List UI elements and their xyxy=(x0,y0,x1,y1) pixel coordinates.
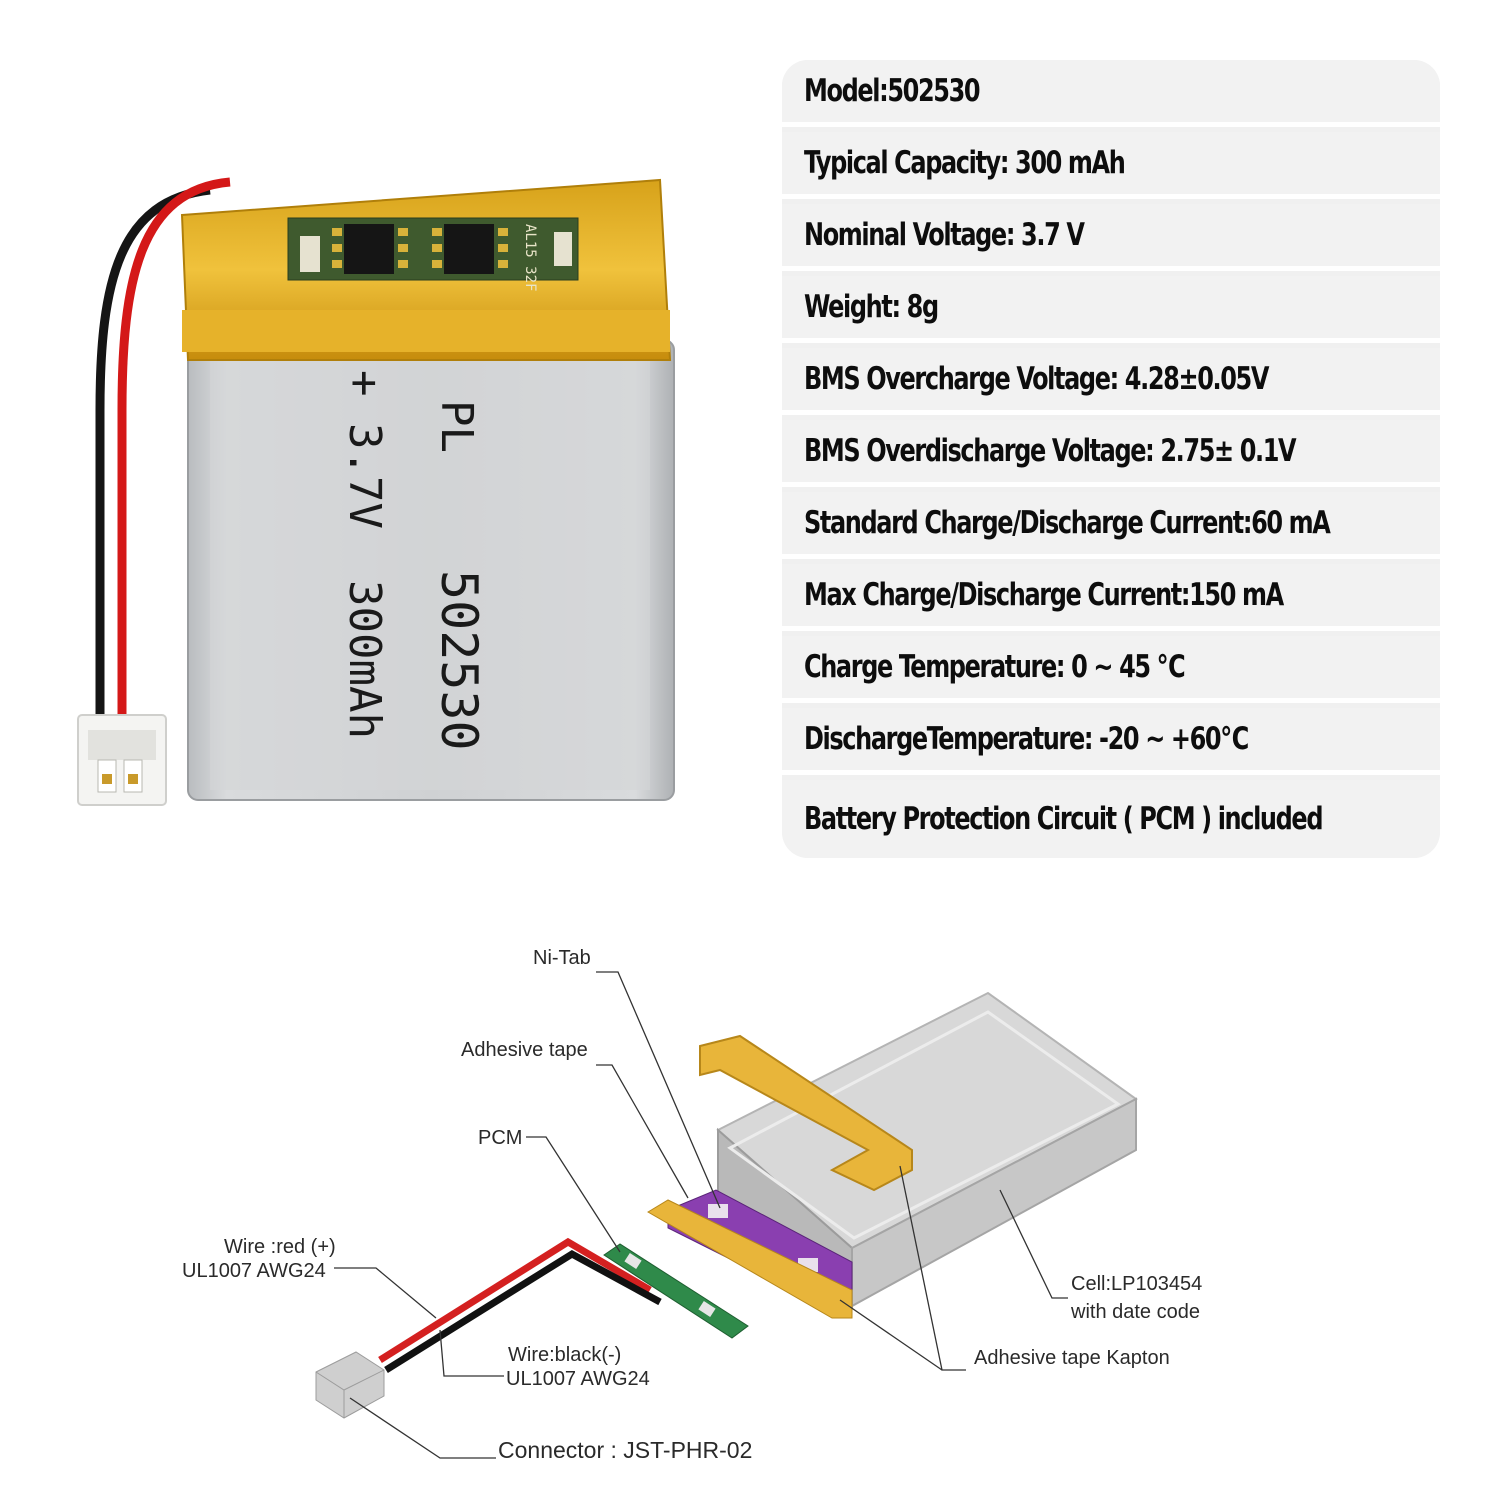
leader-connector xyxy=(349,1397,496,1459)
spec-max-current: Max Charge/Discharge Current:150 mA xyxy=(804,577,1284,613)
label-ni-tab: Ni-Tab xyxy=(533,947,591,969)
spec-row: Standard Charge/Discharge Current:60 mA xyxy=(782,492,1440,559)
leader-pcm xyxy=(526,1136,621,1253)
label-pcm: PCM xyxy=(478,1127,523,1149)
label-connector: Connector : JST-PHR-02 xyxy=(498,1437,753,1463)
spec-row: BMS Overdischarge Voltage: 2.75± 0.1V xyxy=(782,420,1440,487)
cell-print: 502530 PL + 3.7V 300mAh xyxy=(339,370,488,751)
label-cell-2: with date code xyxy=(1071,1301,1200,1323)
leader-adhesive xyxy=(596,1064,689,1199)
spec-discharge-temp: DischargeTemperature: -20 ~ +60℃ xyxy=(804,721,1249,757)
leader-black-wire xyxy=(439,1329,504,1377)
diagram-connector xyxy=(315,1351,385,1419)
label-kapton: Adhesive tape Kapton xyxy=(974,1347,1170,1369)
label-wire-red-2: UL1007 AWG24 xyxy=(182,1260,326,1282)
spec-row: Typical Capacity: 300 mAh xyxy=(782,132,1440,199)
pcb-green xyxy=(603,1243,749,1339)
spec-row: Battery Protection Circuit ( PCM ) inclu… xyxy=(782,780,1440,858)
spec-charge-temp: Charge Temperature: 0 ~ 45 ℃ xyxy=(804,649,1186,685)
pcb-marking: AL15 32F xyxy=(522,224,538,291)
spec-table: Model:502530 Typical Capacity: 300 mAh N… xyxy=(782,60,1440,858)
spec-model: Model:502530 xyxy=(804,73,981,109)
spec-row: Charge Temperature: 0 ~ 45 ℃ xyxy=(782,636,1440,703)
cell-print-model: 502530 xyxy=(430,570,488,751)
red-wire xyxy=(117,177,231,720)
label-wire-red-1: Wire :red (+) xyxy=(224,1236,336,1258)
label-wire-black-1: Wire:black(-) xyxy=(508,1344,622,1366)
spec-row: Model:502530 xyxy=(782,60,1440,127)
leader-red-wire xyxy=(334,1267,437,1319)
cell-print-capacity: 300mAh xyxy=(339,580,390,739)
exploded-diagram xyxy=(315,971,1138,1459)
spec-weight: Weight: 8g xyxy=(804,289,939,325)
label-adhesive-tape: Adhesive tape xyxy=(461,1039,588,1061)
spec-row: DischargeTemperature: -20 ~ +60℃ xyxy=(782,708,1440,775)
cell-print-pl: PL xyxy=(431,400,482,453)
leader-ni-tab xyxy=(596,971,721,1209)
kapton-bottom xyxy=(647,1199,853,1319)
spec-row: Nominal Voltage: 3.7 V xyxy=(782,204,1440,271)
leader-cell xyxy=(999,1189,1068,1299)
spec-row: BMS Overcharge Voltage: 4.28±0.05V xyxy=(782,348,1440,415)
spec-row: Max Charge/Discharge Current:150 mA xyxy=(782,564,1440,631)
jst-connector xyxy=(77,714,167,806)
spec-standard-current: Standard Charge/Discharge Current:60 mA xyxy=(804,505,1331,541)
battery-photo: AL15 32F 502530 PL + 3.7V 300mAh xyxy=(77,177,675,806)
spec-row: Weight: 8g xyxy=(782,276,1440,343)
spec-overcharge: BMS Overcharge Voltage: 4.28±0.05V xyxy=(804,361,1269,397)
kapton-top-tape xyxy=(699,1034,913,1192)
label-cell-1: Cell:LP103454 xyxy=(1071,1273,1203,1295)
cell-print-voltage: + 3.7V xyxy=(339,370,390,529)
spec-voltage: Nominal Voltage: 3.7 V xyxy=(804,217,1085,253)
diagram-red-wire xyxy=(378,1237,652,1363)
spec-capacity: Typical Capacity: 300 mAh xyxy=(804,145,1126,181)
diagram-black-wire xyxy=(384,1249,662,1373)
label-wire-black-2: UL1007 AWG24 xyxy=(506,1368,650,1390)
spec-overdischarge: BMS Overdischarge Voltage: 2.75± 0.1V xyxy=(804,433,1297,469)
spec-pcm: Battery Protection Circuit ( PCM ) inclu… xyxy=(804,801,1324,837)
